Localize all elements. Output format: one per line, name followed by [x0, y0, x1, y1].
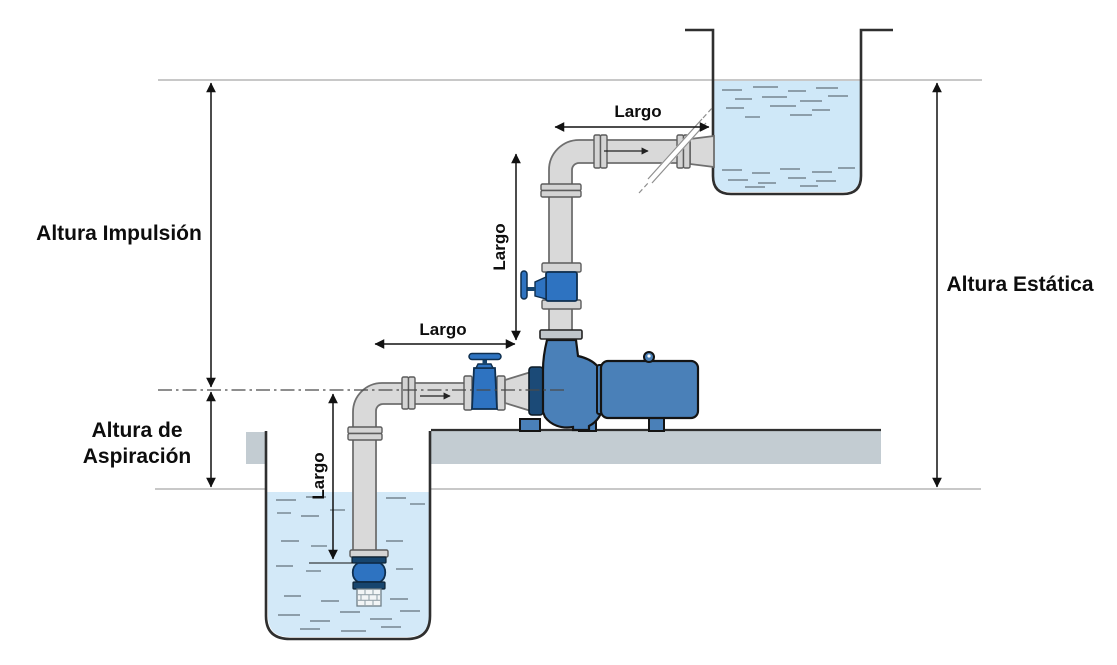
discharge-valve-handwheel [520, 270, 528, 300]
ground-slab-right [431, 430, 881, 464]
suction-valve-handwheel [468, 352, 502, 361]
suction-valve-stem [482, 359, 487, 365]
discharge-valve-flange-top [541, 262, 582, 273]
label-altura-aspiracion: Altura de Aspiración [83, 418, 192, 470]
foot-valve-flange [349, 549, 389, 558]
pump-foot-rear [648, 417, 665, 432]
label-largo-suction-horizontal: Largo [419, 320, 467, 339]
label-altura-aspiracion-line2: Aspiración [82, 445, 192, 468]
lower-tank [264, 431, 432, 641]
discharge-valve-stem [526, 287, 536, 291]
ground-slab-left [246, 432, 265, 464]
discharge-valve-bonnet [534, 275, 547, 300]
suction-valve-flange-right [496, 375, 506, 411]
discharge-gate-valve [520, 262, 582, 310]
ground [246, 428, 881, 464]
upper-tank [685, 28, 893, 196]
pump-motor [599, 359, 700, 420]
label-largo-suction-vertical: Largo [309, 452, 328, 500]
foot-valve-collar-bottom [352, 581, 386, 590]
strainer [356, 588, 382, 607]
suction-valve-flange-left [463, 375, 473, 411]
suction-pipe-flange-pair-horizontal [401, 376, 416, 410]
discharge-outlet-nozzle [689, 134, 715, 169]
discharge-pipe [548, 139, 691, 332]
suction-piping [347, 352, 532, 607]
label-altura-impulsion: Altura Impulsión [36, 222, 202, 245]
label-largo-discharge-horizontal: Largo [614, 102, 662, 121]
label-altura-aspiracion-line1: Altura de [91, 419, 183, 442]
foot-valve [351, 562, 387, 583]
discharge-pipe-flange-pair-vertical [540, 183, 582, 198]
flow-arrows [420, 147, 649, 400]
discharge-piping [520, 106, 715, 340]
suction-gate-valve [463, 352, 506, 411]
suction-pipe-flange-pair-vertical [347, 426, 383, 441]
label-altura-estatica: Altura Estática [946, 273, 1094, 296]
dimension-arrows [206, 82, 942, 564]
pump-pedestal [519, 418, 541, 432]
pump-volute [541, 338, 605, 432]
suction-reducer [504, 370, 532, 413]
suction-valve-body [471, 367, 498, 410]
discharge-valve-body [545, 271, 578, 302]
upper-tank-water [714, 81, 860, 192]
label-largo-discharge-vertical: Largo [490, 223, 509, 271]
pump [519, 338, 700, 432]
pump-discharge-flange [539, 329, 583, 340]
suction-pipe [352, 382, 466, 552]
lower-tank-water [267, 492, 429, 637]
pump-lifting-eye-hole [647, 354, 651, 358]
pump-suction-flange [528, 366, 544, 416]
reference-lines [155, 79, 982, 490]
upper-water-ripples [722, 86, 855, 188]
